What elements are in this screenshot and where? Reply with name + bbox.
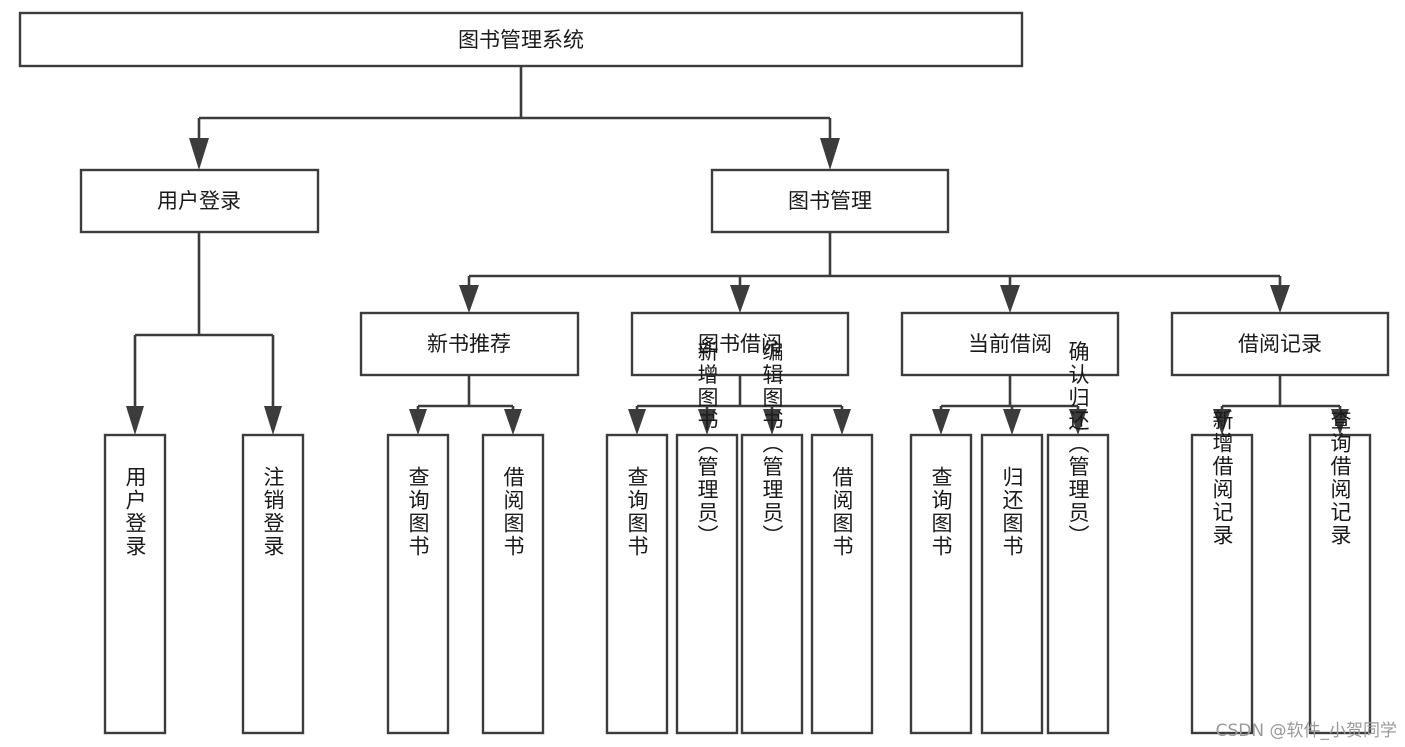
node-root-system[interactable]: 图书管理系统 [18, 11, 1024, 68]
node-book-borrow-box[interactable] [630, 311, 850, 377]
arrow-borrow-leaf-2 [698, 409, 716, 435]
leaf-borrow-borrow-book-label: 借阅图书 [830, 466, 854, 558]
leaf-borrow-query-book[interactable]: 查询图书 [605, 433, 669, 735]
arrow-userlogin-leaf-2 [264, 406, 282, 435]
node-book-borrow[interactable]: 图书借阅 [630, 311, 850, 377]
arrow-bookmgmt-to-new-book [459, 285, 479, 313]
leaf-borrow-query-book-label: 查询图书 [625, 466, 649, 558]
arrow-bookmgmt-to-current [1000, 285, 1020, 313]
node-user-login-label: 用户登录 [157, 189, 241, 213]
leaf-current-query-book[interactable]: 查询图书 [909, 433, 973, 735]
leaf-borrow-edit-book[interactable]: 编辑图书（管理员） [740, 341, 804, 735]
node-root-system-box[interactable] [18, 11, 1024, 68]
leaf-user-login-logout-label: 注销登录 [261, 466, 285, 558]
leaf-user-login-login[interactable]: 用户登录 [103, 433, 167, 735]
connectors-layer [126, 66, 1349, 435]
leaf-current-query-book-label: 查询图书 [929, 466, 953, 558]
leaf-current-confirm-return-box[interactable] [1046, 433, 1110, 735]
arrow-newbook-leaf-1 [409, 409, 427, 435]
node-user-login-box[interactable] [79, 168, 320, 234]
node-user-login[interactable]: 用户登录 [79, 168, 320, 234]
arrow-root-to-book-mgmt [820, 138, 840, 170]
leaf-user-login-logout-box[interactable] [241, 433, 305, 735]
arrow-borrow-leaf-1 [628, 409, 646, 435]
node-current-borrow-label: 当前借阅 [968, 332, 1052, 356]
node-new-book-recommend-label: 新书推荐 [427, 332, 511, 356]
leaf-current-return-book-label: 归还图书 [1000, 466, 1024, 558]
leaf-borrow-borrow-book[interactable]: 借阅图书 [810, 433, 874, 735]
node-book-management[interactable]: 图书管理 [710, 168, 950, 234]
leaf-borrow-edit-book-box[interactable] [740, 433, 804, 735]
node-book-borrow-label: 图书借阅 [698, 332, 782, 356]
leaf-borrow-add-book[interactable]: 新增图书（管理员） [675, 341, 739, 735]
leaf-record-query-record-box[interactable] [1308, 433, 1372, 735]
node-current-borrow[interactable]: 当前借阅 [900, 311, 1120, 377]
leaf-newbook-query-book-label: 查询图书 [406, 466, 430, 558]
leaf-newbook-borrow-book-label: 借阅图书 [501, 466, 525, 558]
leaf-borrow-edit-book-label: 编辑图书（管理员） [760, 341, 784, 548]
leaf-newbook-borrow-book-box[interactable] [481, 433, 545, 735]
leaf-current-return-book[interactable]: 归还图书 [980, 433, 1044, 735]
node-book-management-label: 图书管理 [788, 189, 872, 213]
arrow-borrow-leaf-4 [833, 409, 851, 435]
leaf-user-login-logout[interactable]: 注销登录 [241, 433, 305, 735]
node-borrow-record-label: 借阅记录 [1238, 332, 1322, 356]
leaf-borrow-add-book-box[interactable] [675, 433, 739, 735]
leaf-record-add-record-box[interactable] [1190, 433, 1254, 735]
arrow-current-leaf-1 [932, 409, 950, 435]
node-root-system-label: 图书管理系统 [458, 28, 584, 52]
leaf-current-confirm-return[interactable]: 确认归还（管理员） [1046, 341, 1110, 735]
leaf-current-query-book-box[interactable] [909, 433, 973, 735]
arrow-newbook-leaf-2 [504, 409, 522, 435]
leaf-newbook-query-book[interactable]: 查询图书 [386, 433, 450, 735]
leaf-borrow-add-book-label: 新增图书（管理员） [695, 341, 719, 548]
arrow-userlogin-leaf-1 [126, 406, 144, 435]
arrow-root-to-user-login [189, 138, 209, 170]
arrow-borrow-leaf-3 [763, 409, 781, 435]
leaf-borrow-query-book-box[interactable] [605, 433, 669, 735]
node-new-book-recommend[interactable]: 新书推荐 [359, 311, 580, 377]
leaf-newbook-query-book-box[interactable] [386, 433, 450, 735]
arrow-record-leaf-2 [1331, 409, 1349, 435]
leaf-current-return-book-box[interactable] [980, 433, 1044, 735]
leaf-record-add-record[interactable]: 新增借阅记录 [1190, 409, 1254, 735]
node-book-management-box[interactable] [710, 168, 950, 234]
arrow-bookmgmt-to-record [1270, 285, 1290, 313]
leaf-record-query-record[interactable]: 查询借阅记录 [1308, 409, 1372, 735]
arrow-record-leaf-1 [1213, 409, 1231, 435]
leaf-user-login-login-label: 用户登录 [123, 466, 147, 558]
node-new-book-recommend-box[interactable] [359, 311, 580, 377]
node-borrow-record-box[interactable] [1170, 311, 1390, 377]
arrow-current-leaf-2 [1003, 409, 1021, 435]
node-borrow-record[interactable]: 借阅记录 [1170, 311, 1390, 377]
leaf-borrow-borrow-book-box[interactable] [810, 433, 874, 735]
arrow-bookmgmt-to-borrow [730, 285, 750, 313]
leaf-newbook-borrow-book[interactable]: 借阅图书 [481, 433, 545, 735]
leaf-record-query-record-label: 查询借阅记录 [1328, 409, 1352, 547]
leaf-user-login-login-box[interactable] [103, 433, 167, 735]
arrow-current-leaf-3 [1069, 409, 1087, 435]
leaf-record-add-record-label: 新增借阅记录 [1210, 409, 1234, 547]
node-current-borrow-box[interactable] [900, 311, 1120, 377]
leaf-current-confirm-return-label: 确认归还（管理员） [1066, 341, 1090, 548]
